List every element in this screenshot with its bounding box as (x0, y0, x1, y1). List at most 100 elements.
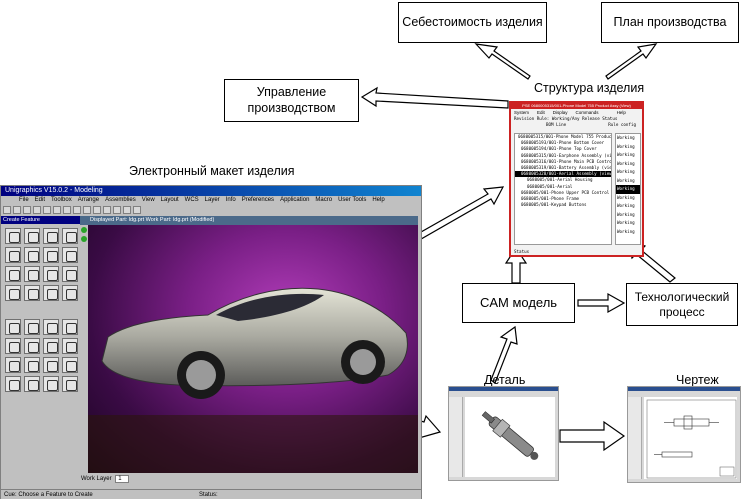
ug-menu-item[interactable]: Layout (160, 197, 179, 203)
feature-tool-icon[interactable] (5, 338, 21, 354)
feature-tool-icon[interactable] (43, 357, 59, 373)
viewport-title: Displayed Part: ldg.prt Work Part: ldg.p… (80, 216, 418, 225)
rule-config-header: Rule config (608, 122, 636, 128)
feature-tool-icon[interactable] (62, 338, 78, 354)
create-feature-title: Create Feature (1, 216, 80, 224)
feature-tool-icon[interactable] (43, 338, 59, 354)
ug-menu-item[interactable]: Application (280, 197, 310, 203)
product-structure-window: PSE 0680005315/001-Phone Model 755 Produ… (509, 101, 644, 257)
undo-icon[interactable] (73, 206, 81, 214)
feature-tool-icon[interactable] (24, 266, 40, 282)
status-cell: Working (617, 203, 635, 208)
feature-tool-icon[interactable] (62, 319, 78, 335)
feature-tool-icon[interactable] (5, 285, 21, 301)
work-layer-input[interactable]: 1 (115, 475, 130, 483)
rotate-icon[interactable] (103, 206, 111, 214)
save-icon[interactable] (23, 206, 31, 214)
feature-tool-icon[interactable] (43, 266, 59, 282)
bom-line[interactable]: 0680005316/001-Phone Main PCB Control (521, 158, 611, 164)
status-light-icon[interactable] (81, 227, 87, 233)
paste-icon[interactable] (63, 206, 71, 214)
graphics-viewport[interactable] (88, 225, 418, 473)
structure-menu-item[interactable]: Help (616, 110, 626, 115)
feature-tool-icon[interactable] (62, 376, 78, 392)
bom-line[interactable]: 0680005315/001-Earphone Assembly (view) (521, 152, 611, 158)
arrow-part-to-drawing (559, 420, 626, 452)
feature-tool-icon[interactable] (24, 285, 40, 301)
feature-tool-icon[interactable] (43, 247, 59, 263)
bom-list[interactable]: 0680005315/001-Phone Model 755 Product A… (514, 133, 612, 245)
ug-menu-item[interactable]: File (19, 197, 29, 203)
node-cost-label: Себестоимость изделия (402, 14, 543, 29)
pan-icon[interactable] (113, 206, 121, 214)
bom-line[interactable]: 0680005315/001-Phone Model 755 Product A… (518, 134, 611, 139)
bom-line[interactable]: 0680005/001-Phone Upper PCB Control (521, 189, 610, 195)
ug-menu-item[interactable]: User Tools (338, 197, 367, 203)
feature-tool-icon[interactable] (5, 228, 21, 244)
status-cell: Working (617, 220, 635, 225)
ug-menu-item[interactable]: Arrange (77, 197, 100, 203)
feature-tool-icon[interactable] (43, 319, 59, 335)
ug-menu-item[interactable]: Preferences (241, 197, 275, 203)
feature-tool-icon[interactable] (62, 357, 78, 373)
ug-menubar: File Edit Toolbox Arrange Assemblies Vie… (1, 196, 421, 205)
bom-line[interactable]: 0680005193/001-Phone Bottom Cover (521, 140, 605, 146)
car-model (88, 287, 418, 473)
structure-menu-item[interactable]: System (514, 110, 530, 115)
feature-tool-icon[interactable] (5, 357, 21, 373)
open-file-icon[interactable] (13, 206, 21, 214)
feature-tool-icon[interactable] (62, 247, 78, 263)
feature-tool-icon[interactable] (43, 228, 59, 244)
feature-tool-icon[interactable] (24, 376, 40, 392)
new-file-icon[interactable] (3, 206, 11, 214)
feature-tool-icon[interactable] (5, 376, 21, 392)
fit-icon[interactable] (123, 206, 131, 214)
feature-tool-icon[interactable] (24, 247, 40, 263)
feature-tool-icon[interactable] (24, 319, 40, 335)
bom-line[interactable]: 0680005194/001-Phone Top Cover (521, 146, 597, 152)
cut-icon[interactable] (43, 206, 51, 214)
bom-line[interactable]: 0680005/001-Aerial (527, 183, 573, 189)
ug-menu-item[interactable]: Help (372, 197, 385, 203)
feature-tool-icon[interactable] (5, 266, 21, 282)
bom-line-selected[interactable]: 0680005320/001-Aerial Assembly (view) (515, 171, 611, 178)
feature-tool-icon[interactable] (24, 357, 40, 373)
structure-menu-item[interactable]: Display (552, 110, 568, 115)
feature-tool-icon[interactable] (43, 285, 59, 301)
drawing-titlebar (628, 387, 740, 391)
feature-tool-icon[interactable] (24, 228, 40, 244)
part-titlebar (449, 387, 558, 391)
status-cell-selected: Working (616, 185, 640, 194)
shade-icon[interactable] (133, 206, 141, 214)
bom-line[interactable]: 0680005/001-Keypad Buttons (521, 202, 587, 208)
bom-line[interactable]: 0680005/001-Aerial Housing (527, 177, 593, 183)
bom-line[interactable]: 0680005/001-Phone Frame (521, 196, 579, 202)
ug-menu-item[interactable]: Layer (204, 197, 220, 203)
ug-statusbar: Cue: Choose a Feature to Create Status: (1, 489, 421, 499)
feature-tool-icon[interactable] (5, 247, 21, 263)
ug-menu-item[interactable]: Toolbox (51, 197, 72, 203)
ug-menu-item[interactable]: Assemblies (105, 197, 136, 203)
ug-menu-item[interactable]: Info (225, 197, 236, 203)
feature-tool-icon[interactable] (62, 285, 78, 301)
node-structure-label: Структура изделия (534, 81, 645, 95)
node-drawing-label: Чертеж (676, 373, 719, 387)
ug-menu-item[interactable]: Edit (34, 197, 46, 203)
feature-tool-icon[interactable] (43, 376, 59, 392)
copy-icon[interactable] (53, 206, 61, 214)
ug-menu-item[interactable]: Macro (315, 197, 333, 203)
structure-menu-item[interactable]: Commands (575, 110, 599, 115)
ug-menu-item[interactable]: View (141, 197, 155, 203)
ug-menu-item[interactable]: WCS (184, 197, 199, 203)
structure-menu-item[interactable]: Edit (537, 110, 545, 115)
feature-tool-icon[interactable] (5, 319, 21, 335)
redo-icon[interactable] (83, 206, 91, 214)
zoom-icon[interactable] (93, 206, 101, 214)
bom-line[interactable]: 0680005319/001-Battery Assembly (view) (521, 165, 611, 171)
status-light-icon[interactable] (81, 236, 87, 242)
feature-tool-icon[interactable] (62, 266, 78, 282)
part-model (481, 411, 539, 460)
feature-tool-icon[interactable] (62, 228, 78, 244)
print-icon[interactable] (33, 206, 41, 214)
feature-tool-icon[interactable] (24, 338, 40, 354)
